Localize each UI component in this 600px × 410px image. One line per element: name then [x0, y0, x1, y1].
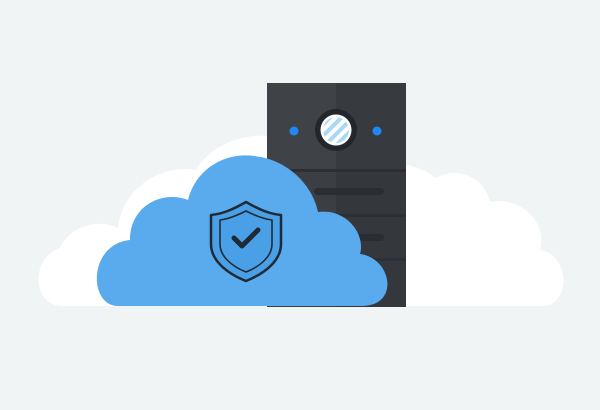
shield-check-icon — [209, 200, 283, 283]
camera-lens-icon — [315, 109, 357, 151]
status-light-left — [289, 126, 299, 136]
server-drive-slot-1 — [314, 188, 384, 195]
checkmark-icon — [231, 227, 261, 249]
status-light-right — [372, 126, 382, 136]
server-divider-1 — [267, 169, 406, 172]
